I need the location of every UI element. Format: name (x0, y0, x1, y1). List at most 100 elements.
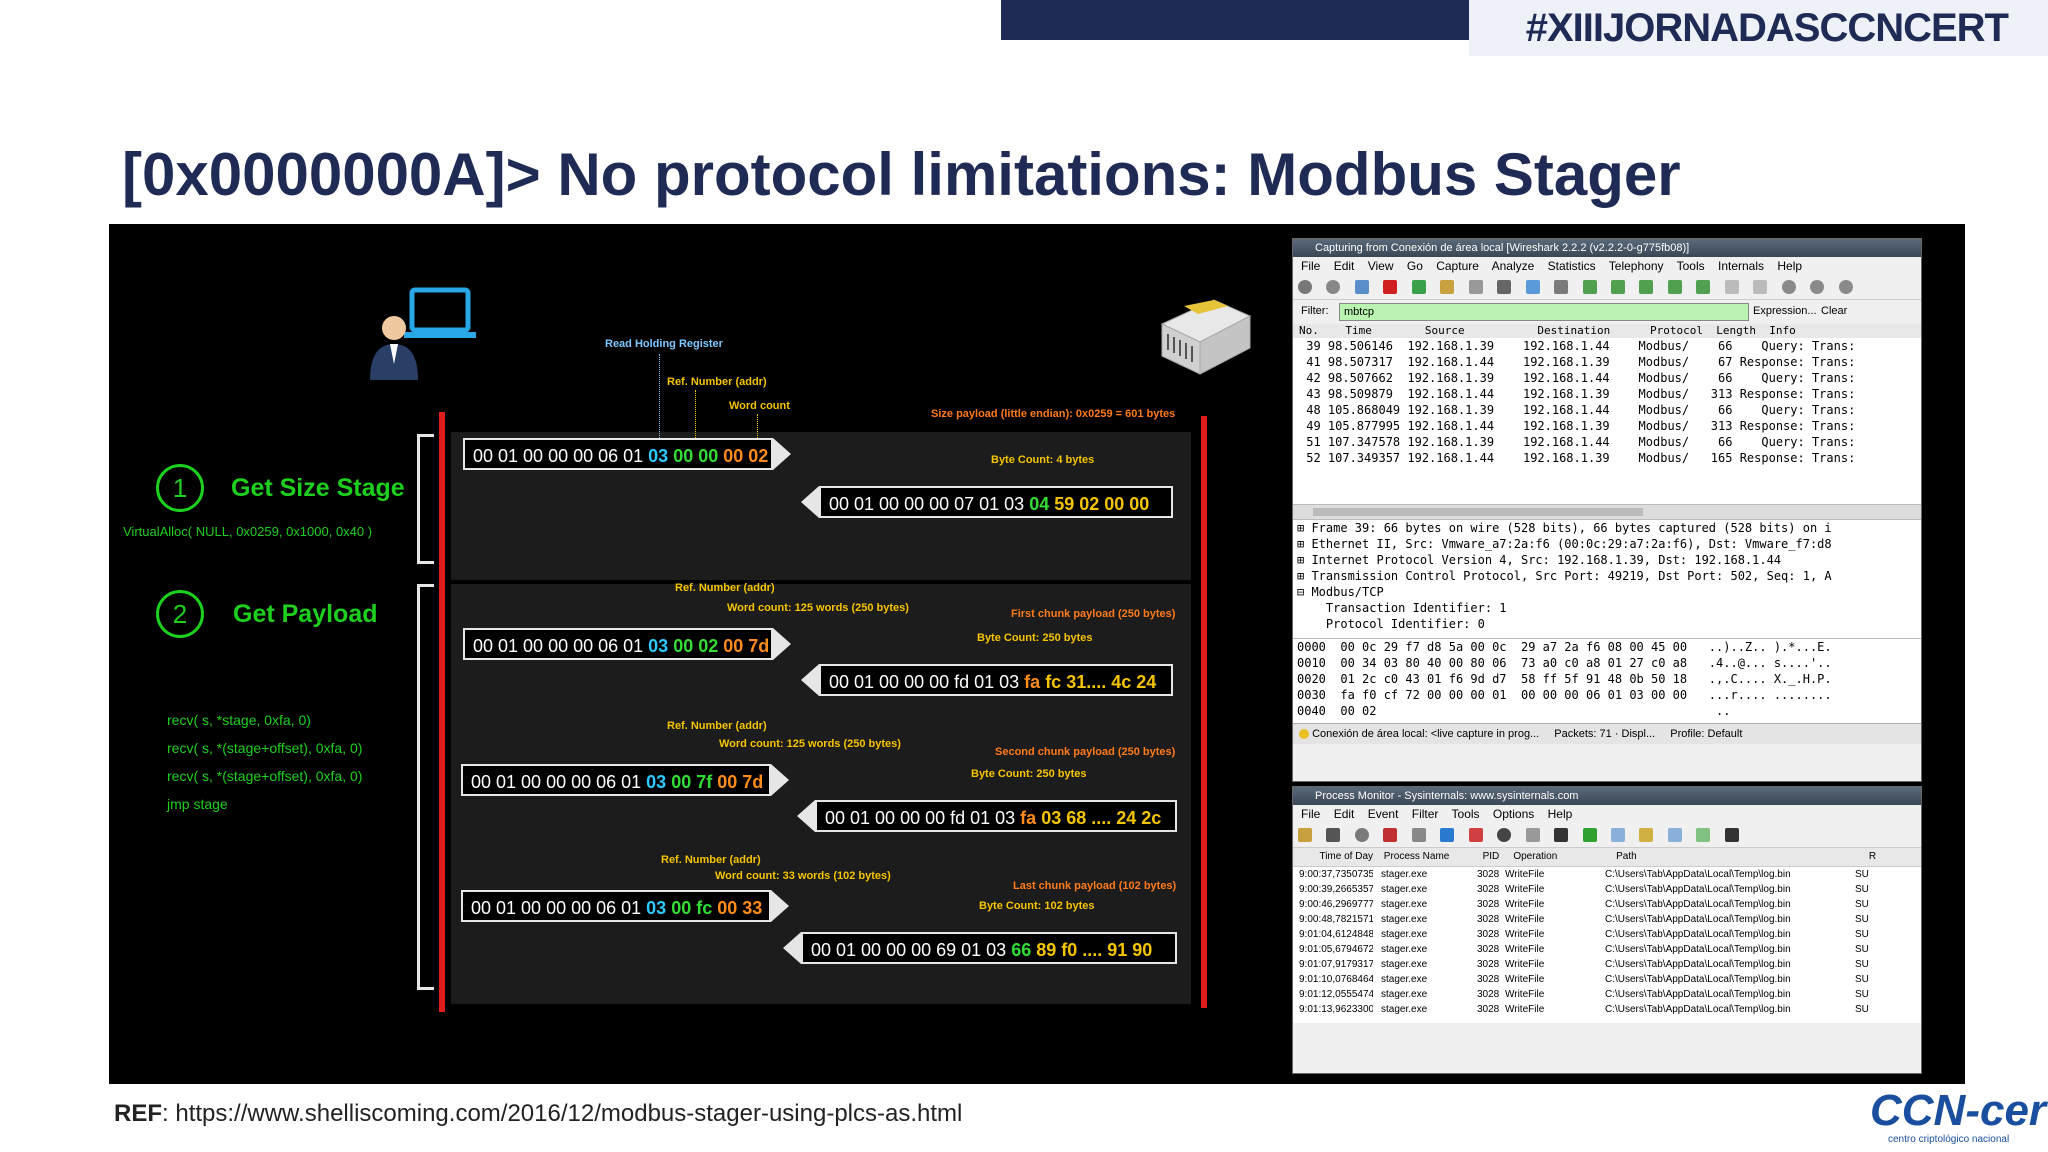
capture-icon[interactable] (1383, 828, 1398, 842)
process-icon[interactable] (1667, 828, 1682, 842)
menu-edit[interactable]: Edit (1333, 259, 1355, 273)
menu-analyze[interactable]: Analyze (1491, 259, 1535, 273)
col-pid[interactable]: PID (1482, 851, 1500, 862)
detail-row[interactable]: Protocol Identifier: 0 (1297, 617, 1485, 631)
interfaces-icon[interactable] (1298, 280, 1312, 294)
menu-go[interactable]: Go (1406, 259, 1423, 273)
find-icon[interactable] (1354, 828, 1369, 842)
menu-edit[interactable]: Edit (1333, 807, 1355, 821)
packet-row[interactable]: 39 98.506146 192.168.1.39 192.168.1.44 M… (1299, 339, 1856, 353)
jump-icon[interactable] (1525, 828, 1540, 842)
menu-capture[interactable]: Capture (1436, 259, 1479, 273)
stage2-number: 2 (156, 590, 204, 638)
registry-icon[interactable] (1610, 828, 1625, 842)
packet-row[interactable]: 41 98.507317 192.168.1.44 192.168.1.39 M… (1299, 355, 1856, 369)
event-path: C:\Users\Tab\AppData\Local\Temp\log.bin (1605, 944, 1791, 955)
detail-row[interactable]: ⊞ Internet Protocol Version 4, Src: 192.… (1297, 553, 1782, 567)
open-icon[interactable] (1298, 828, 1312, 842)
zoom-in-icon[interactable] (1781, 280, 1796, 294)
menu-tools[interactable]: Tools (1676, 259, 1705, 273)
packet-query-4: 00 01 00 00 00 06 01 03 00 fc 00 33 (461, 890, 771, 922)
save-icon[interactable] (1468, 280, 1483, 294)
note-read-holding: Read Holding Register (605, 338, 723, 350)
find-icon[interactable] (1554, 280, 1569, 294)
reload-icon[interactable] (1525, 280, 1540, 294)
last-icon[interactable] (1696, 280, 1711, 294)
col-process[interactable]: Process Name (1383, 851, 1450, 862)
filesystem-icon[interactable] (1639, 828, 1654, 842)
zoom-out-icon[interactable] (1810, 280, 1825, 294)
stop-icon[interactable] (1383, 280, 1398, 294)
profiling-icon[interactable] (1696, 828, 1711, 842)
stage2-call-1: recv( s, *stage, 0xfa, 0) (167, 712, 311, 728)
arrow-left-icon (783, 932, 801, 964)
menu-options[interactable]: Options (1492, 807, 1535, 821)
menu-file[interactable]: File (1301, 259, 1321, 273)
goto-icon[interactable] (1639, 280, 1654, 294)
menu-internals[interactable]: Internals (1717, 259, 1765, 273)
packet-row[interactable]: 49 105.877995 192.168.1.44 192.168.1.39 … (1299, 419, 1856, 433)
packet-row[interactable]: 43 98.509879 192.168.1.44 192.168.1.39 M… (1299, 387, 1856, 401)
col-time[interactable]: Time of Day (1319, 851, 1373, 862)
graph-icon[interactable] (1724, 828, 1739, 842)
event-operation: WriteFile (1505, 1004, 1545, 1015)
col-path[interactable]: Path (1616, 851, 1637, 862)
menu-event[interactable]: Event (1367, 807, 1399, 821)
back-icon[interactable] (1582, 280, 1597, 294)
start-icon[interactable] (1354, 280, 1369, 294)
menu-statistics[interactable]: Statistics (1547, 259, 1596, 273)
forward-icon[interactable] (1610, 280, 1625, 294)
menu-view[interactable]: View (1367, 259, 1394, 273)
reference-link[interactable]: https://www.shelliscoming.com/2016/12/mo… (175, 1100, 963, 1127)
restart-icon[interactable] (1411, 280, 1426, 294)
jump-to-icon[interactable] (1582, 828, 1597, 842)
find-binoculars-icon[interactable] (1554, 828, 1569, 842)
detail-row[interactable]: ⊞ Ethernet II, Src: Vmware_a7:2a:f6 (00:… (1297, 537, 1832, 551)
highlight-icon[interactable] (1468, 828, 1483, 842)
options-icon[interactable] (1326, 280, 1341, 294)
detail-row[interactable]: ⊟ Modbus/TCP (1297, 585, 1384, 599)
clear-button[interactable]: Clear (1821, 305, 1848, 317)
packet-row[interactable]: 48 105.868049 192.168.1.39 192.168.1.44 … (1299, 403, 1856, 417)
network-icon[interactable] (1497, 828, 1512, 842)
zoom-reset-icon[interactable] (1838, 280, 1853, 294)
menu-file[interactable]: File (1301, 807, 1321, 821)
note-ref-number-4: Ref. Number (addr) (661, 854, 761, 866)
detail-row[interactable]: Transaction Identifier: 1 (1297, 601, 1507, 615)
open-icon[interactable] (1440, 280, 1455, 294)
col-result[interactable]: R (1868, 851, 1877, 862)
autoscroll-icon[interactable] (1411, 828, 1426, 842)
first-icon[interactable] (1667, 280, 1682, 294)
packet-bytes: 0000 00 0c 29 f7 d8 5a 00 0c 29 a7 2a f6… (1293, 638, 1921, 723)
horizontal-scrollbar[interactable] (1293, 504, 1921, 519)
filter-input[interactable]: mbtcp (1339, 303, 1749, 321)
menu-help[interactable]: Help (1547, 807, 1573, 821)
menu-help[interactable]: Help (1777, 259, 1803, 273)
detail-row[interactable]: ⊞ Frame 39: 66 bytes on wire (528 bits),… (1297, 521, 1832, 535)
detail-row[interactable]: ⊞ Transmission Control Protocol, Src Por… (1297, 569, 1832, 583)
expression-button[interactable]: Expression... (1753, 305, 1817, 317)
menu-telephony[interactable]: Telephony (1608, 259, 1664, 273)
autoscroll-icon[interactable] (1753, 280, 1768, 294)
close-icon[interactable] (1497, 280, 1512, 294)
col-operation[interactable]: Operation (1513, 851, 1558, 862)
colorize-icon[interactable] (1724, 280, 1739, 294)
save-icon[interactable] (1326, 828, 1341, 842)
menu-tools[interactable]: Tools (1451, 807, 1480, 821)
packet-row[interactable]: 42 98.507662 192.168.1.39 192.168.1.44 M… (1299, 371, 1856, 385)
menu-filter[interactable]: Filter (1411, 807, 1439, 821)
filter-icon[interactable] (1440, 828, 1455, 842)
event-process: stager.exe (1381, 989, 1428, 1000)
packet-row[interactable]: 51 107.347578 192.168.1.39 192.168.1.44 … (1299, 435, 1856, 449)
packet-row[interactable]: 52 107.349357 192.168.1.44 192.168.1.39 … (1299, 451, 1856, 465)
